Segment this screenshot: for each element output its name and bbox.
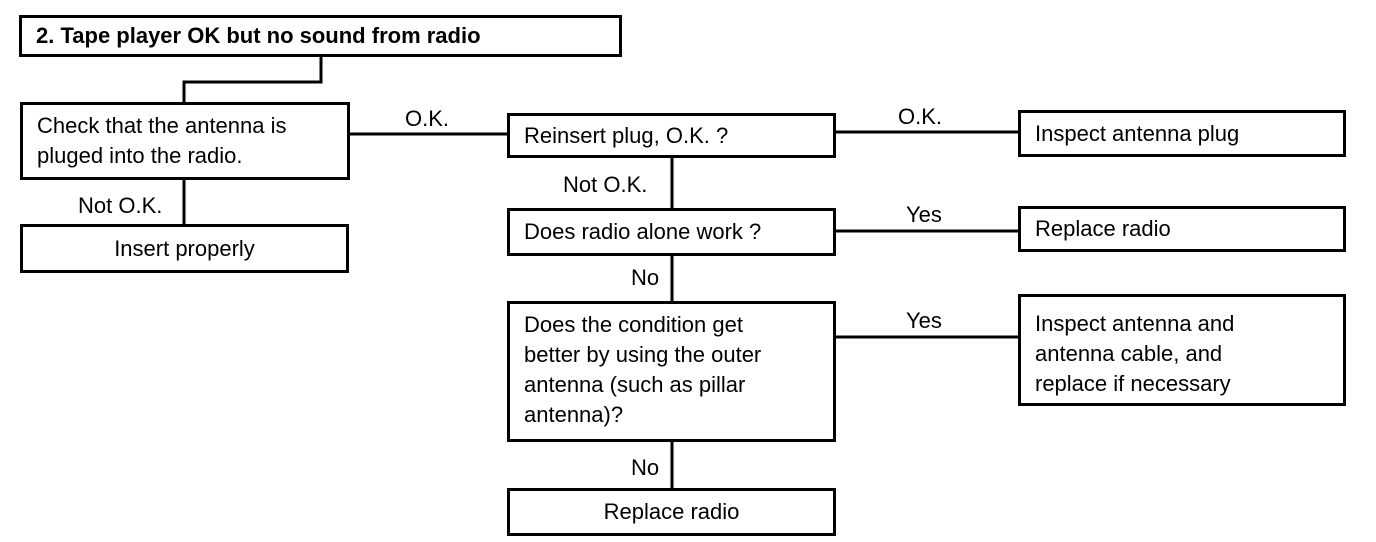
inspect-antenna-plug-box: Inspect antenna plug [1018,110,1346,157]
replace-radio-box-2: Replace radio [507,488,836,536]
reinsert-plug-box: Reinsert plug, O.K. ? [507,113,836,158]
inspect-antenna-plug-text: Inspect antenna plug [1035,120,1240,146]
inspect-antenna-cable-box: Inspect antenna and antenna cable, and r… [1018,294,1346,406]
replace-radio-text-2: Replace radio [603,499,740,524]
outer-antenna-box: Does the condition get better by using t… [507,301,836,442]
label-yes-outer: Yes [906,308,942,333]
label-not-ok-reinsert: Not O.K. [563,172,648,197]
label-no-radio-alone: No [631,265,660,290]
label-ok-reinsert-inspect: O.K. [898,104,943,129]
label-not-ok-check: Not O.K. [78,193,163,218]
inspect-antenna-cable-text: Inspect antenna and antenna cable, and r… [1035,311,1235,396]
insert-properly-box: Insert properly [20,224,349,273]
replace-radio-box-1: Replace radio [1018,206,1346,252]
reinsert-plug-text: Reinsert plug, O.K. ? [524,122,729,148]
check-antenna-text: Check that the antenna is pluged into th… [37,113,287,168]
connector-title-to-check [182,55,323,103]
radio-alone-text: Does radio alone work ? [524,219,762,244]
label-no-outer: No [631,455,660,480]
label-yes-radio-alone: Yes [906,202,942,227]
check-antenna-box: Check that the antenna is pluged into th… [20,102,350,180]
flowchart-title: 2. Tape player OK but no sound from radi… [19,15,622,57]
label-ok-check-reinsert: O.K. [405,106,450,131]
outer-antenna-text: Does the condition get better by using t… [524,312,762,427]
replace-radio-text-1: Replace radio [1035,216,1171,241]
insert-properly-text: Insert properly [114,235,255,261]
flowchart-title-text: 2. Tape player OK but no sound from radi… [36,23,481,48]
radio-alone-box: Does radio alone work ? [507,208,836,256]
